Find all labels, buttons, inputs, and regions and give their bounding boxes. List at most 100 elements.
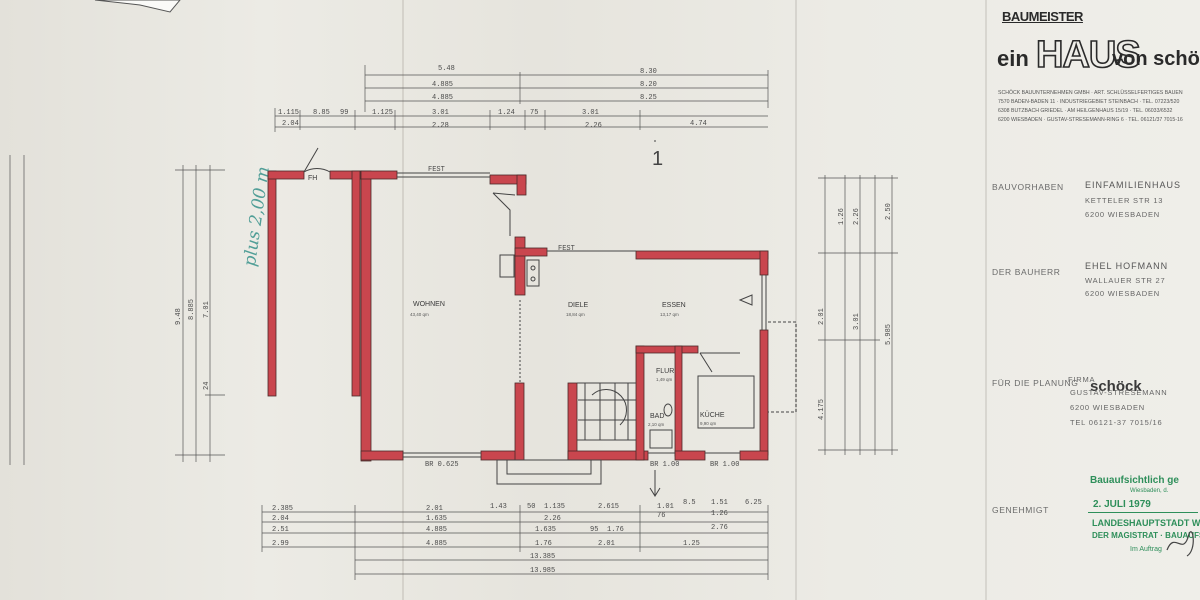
- approval-auftrag: Im Auftrag: [1130, 546, 1162, 553]
- approval-date: 2. JULI 1979: [1093, 499, 1151, 510]
- wall: [360, 170, 372, 462]
- bottom-dim-row4-3: 2.01: [598, 540, 615, 548]
- approval-title: Bauaufsichtlich ge: [1090, 475, 1179, 486]
- wall: [567, 450, 649, 461]
- top-dim-row1-1: 8.30: [640, 68, 657, 76]
- room-label-wohnen: WOHNEN: [413, 301, 445, 308]
- planung-label: FÜR DIE PLANUNG: [992, 378, 1079, 388]
- bottom-dim-row2-1: 1.635: [426, 515, 447, 523]
- window-label-br-bad: BR 1.00: [650, 461, 679, 469]
- paper-fold: [402, 0, 404, 600]
- bottom-dim-row1-4: 1.135: [544, 503, 565, 511]
- top-dimension-lines: [274, 65, 769, 132]
- bottom-dim-row1-2: 1.43: [490, 503, 507, 511]
- company-line: 6308 BUTZBACH GRIEDEL · AM HEILGENHAUS 1…: [998, 108, 1173, 114]
- top-dim-row3-0: 4.885: [432, 94, 453, 102]
- sheet-number: 1: [652, 148, 664, 170]
- window-label-fest-top: FEST: [428, 166, 445, 174]
- wall: [267, 170, 305, 180]
- wall: [514, 247, 548, 257]
- window-label-br-left: BR 0.625: [425, 461, 459, 469]
- bottom-dim-row5-0: 13.385: [530, 553, 555, 561]
- bottom-dim-row4-2: 1.76: [535, 540, 552, 548]
- brand-haus: HAUS: [1035, 33, 1141, 77]
- top-dim-row2-1: 8.20: [640, 81, 657, 89]
- bauherr-value: EHEL HOFMANN: [1085, 261, 1169, 271]
- room-label-fh: FH: [308, 175, 317, 182]
- approval-place: Wiesbaden, d.: [1130, 488, 1169, 494]
- top-dim-row2-0: 4.885: [432, 81, 453, 89]
- stamp-rule: [1088, 512, 1198, 513]
- wall: [516, 174, 527, 196]
- left-dimension-lines: [9, 155, 225, 465]
- bottom-dim-row4-4: 1.25: [683, 540, 700, 548]
- wall: [351, 170, 361, 397]
- room-label-flur: FLUR: [656, 368, 674, 375]
- right-dim-4: 2.01: [818, 308, 826, 325]
- room-area-essen: 13,17 qm: [660, 312, 679, 317]
- bottom-dim-row3-0: 2.51: [272, 526, 289, 534]
- bottom-dim-row1-5: 2.615: [598, 503, 619, 511]
- room-area-flur: 1,49 qm: [656, 377, 673, 382]
- brand-ein: ein: [997, 46, 1029, 71]
- bottom-dim-row1-6: 1.01: [657, 503, 674, 511]
- paper-corner-mark: [94, 0, 181, 13]
- room-area-bad: 2,10 qm: [648, 422, 665, 427]
- top-dim-row5-0: 2.04: [282, 120, 299, 128]
- wall: [267, 170, 277, 397]
- wall: [674, 450, 706, 461]
- wall: [635, 250, 769, 260]
- signature-mark: [1166, 531, 1194, 557]
- bauherr-address: WALLAUER STR 27: [1085, 276, 1166, 285]
- top-dim-row1-0: 5.48: [438, 65, 455, 73]
- wall: [739, 450, 769, 461]
- wall: [759, 250, 769, 276]
- top-dim-row5-2: 2.26: [585, 122, 602, 130]
- top-dim-row4-1: 8.85: [313, 109, 330, 117]
- bottom-dim-row3-1: 4.885: [426, 526, 447, 534]
- brand-von-schoeck: von schöck: [1112, 48, 1200, 70]
- window-label-br-kuche: BR 1.00: [710, 461, 739, 469]
- bottom-dim-row1-9: 6.25: [745, 499, 762, 507]
- top-dim-row4-0: 1.115: [278, 109, 299, 117]
- paper-fold: [985, 0, 987, 600]
- bauvorhaben-value: EINFAMILIENHAUS: [1085, 180, 1182, 190]
- room-area-diele: 18,84 qm: [566, 312, 585, 317]
- approval-authority: LANDESHAUPTSTADT WIE: [1092, 518, 1200, 528]
- wall: [514, 382, 525, 461]
- left-dim-2: 7.01: [203, 301, 211, 318]
- bottom-dim-row3-4: 1.76: [607, 526, 624, 534]
- left-dim-3: 24: [203, 382, 211, 390]
- bottom-dim-row1-0: 2.385: [272, 505, 293, 513]
- right-dim-6: 2.26: [853, 208, 861, 225]
- top-dim-row4-4: 3.01: [432, 109, 449, 117]
- brand-baumeister: BAUMEISTER: [1002, 9, 1083, 24]
- bottom-dim-row6-0: 13.985: [530, 567, 555, 575]
- top-dim-row4-2: 99: [340, 109, 348, 117]
- planung-firma: FIRMA: [1068, 375, 1096, 384]
- windows: [303, 140, 797, 497]
- wall: [360, 170, 398, 180]
- approval-office: DER MAGISTRAT · BAUAUFS: [1092, 531, 1200, 540]
- title-block: BAUMEISTER ein HAUS von schöck SCHÖCK BA…: [980, 0, 1200, 600]
- room-label-kueche: KÜCHE: [700, 411, 725, 419]
- room-area-wohnen: 43,40 qm: [410, 312, 429, 317]
- right-dim-2: 5.985: [885, 324, 893, 345]
- bottom-dimension-lines: [261, 505, 769, 580]
- top-dim-row5-1: 2.28: [432, 122, 449, 130]
- bottom-dim-row1-8: 1.51: [711, 499, 728, 507]
- planung-city: 6200 WIESBADEN: [1070, 403, 1145, 412]
- left-dim-1: 8.885: [188, 299, 196, 320]
- top-dim-row4-6: 75: [530, 109, 538, 117]
- bottom-dim-row2-0: 2.04: [272, 515, 289, 523]
- bottom-dim-row2-3: 76: [657, 512, 665, 520]
- wall: [635, 345, 699, 354]
- room-label-diele: DIELE: [568, 302, 589, 309]
- left-dim-0: 9.48: [175, 308, 183, 325]
- right-dimension-lines: [818, 175, 898, 455]
- right-dim-1: 3.01: [853, 313, 861, 330]
- planung-tel: TEL 06121-37 7015/16: [1070, 418, 1163, 427]
- room-area-kueche: 9,90 qm: [700, 421, 717, 426]
- paper-fold: [795, 0, 797, 600]
